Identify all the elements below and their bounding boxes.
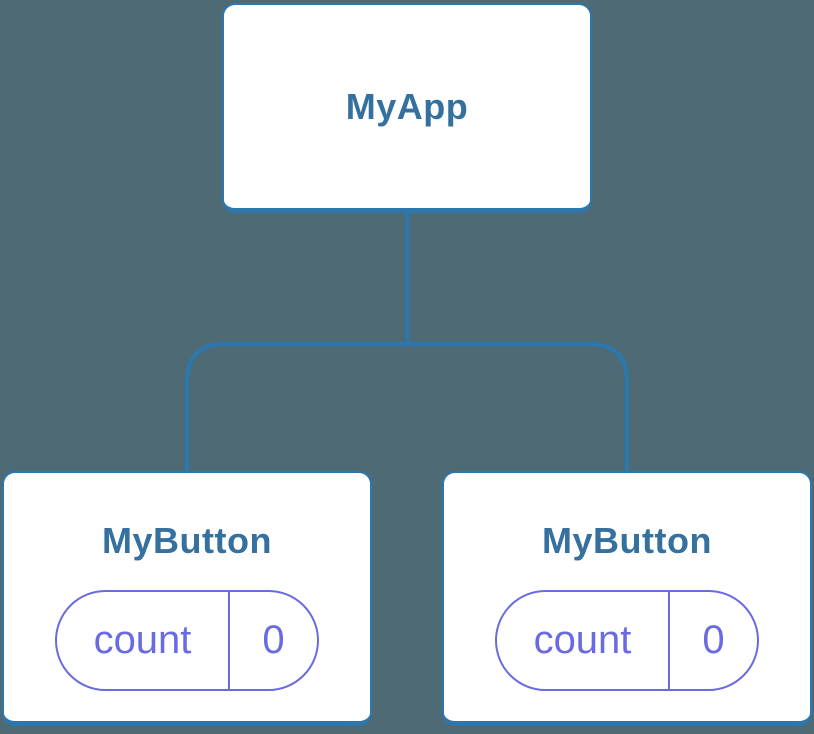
state-pill: count 0 <box>55 590 319 691</box>
component-title: MyApp <box>345 85 469 127</box>
component-title: MyButton <box>542 520 712 561</box>
state-pill: count 0 <box>495 590 759 691</box>
connector-bus-to-children <box>184 341 630 475</box>
state-value: 0 <box>702 618 725 662</box>
component-title: MyButton <box>102 520 272 561</box>
component-card-mybutton-right: MyButton count 0 <box>442 471 812 726</box>
state-label: count <box>57 592 230 689</box>
component-card-myapp: MyApp <box>222 3 592 213</box>
state-label: count <box>497 592 670 689</box>
state-value: 0 <box>262 618 285 662</box>
component-card-mybutton-left: MyButton count 0 <box>2 471 372 726</box>
